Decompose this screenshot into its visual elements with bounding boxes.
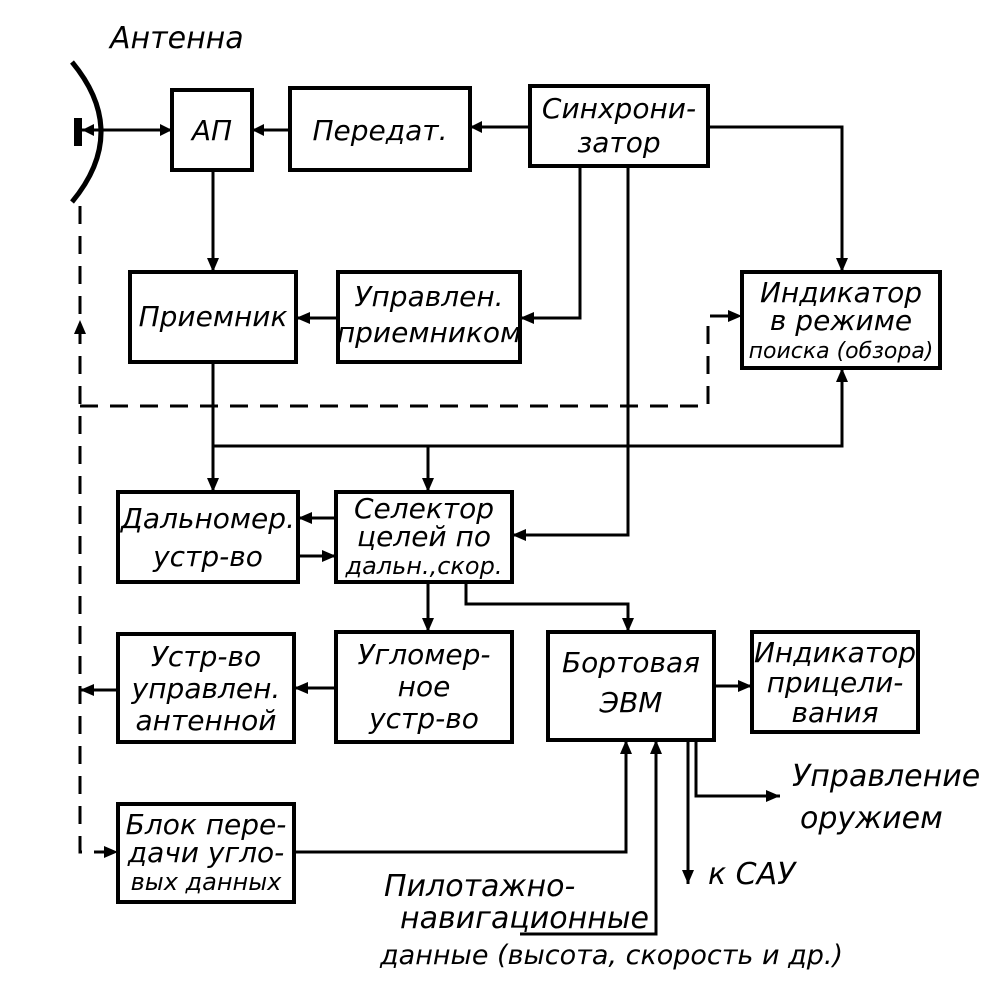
block-target-selector-line: дальн.,скор. — [345, 552, 503, 580]
block-target-selector: Селектор целей по дальн.,скор. — [334, 490, 514, 584]
block-angle-meter-line: Угломер- — [357, 638, 490, 671]
block-angle-data-unit-line: вых данных — [131, 868, 283, 896]
block-onboard-computer-line: Бортовая — [562, 646, 700, 679]
block-antenna-control: Устр-во управлен. антенной — [116, 632, 296, 744]
block-angle-meter-line: ное — [398, 670, 451, 703]
block-ap: АП — [170, 88, 254, 172]
block-antenna-control-line: управлен. — [131, 672, 281, 705]
block-aiming-indicator-line: Индикатор — [754, 636, 916, 669]
weapon-control-label: Управление оружием — [792, 759, 980, 836]
block-receiver-control: Управлен. приемником — [336, 270, 522, 364]
flight-nav-data-label: Пилотажно- навигационные данные (высота,… — [379, 869, 843, 971]
block-search-indicator-line: в режиме — [770, 304, 912, 337]
block-search-indicator-line: Индикатор — [760, 276, 922, 309]
block-search-indicator: Индикатор в режиме поиска (обзора) — [740, 270, 942, 370]
flight-nav-data-line: Пилотажно- — [384, 869, 575, 904]
block-aiming-indicator-line: вания — [791, 696, 878, 729]
flight-nav-data-line: навигационные — [400, 901, 649, 936]
block-angle-data-unit-line: Блок пере- — [126, 808, 287, 841]
block-receiver-control-line: приемником — [337, 316, 521, 349]
to-sau-label: к САУ — [708, 857, 797, 892]
weapon-control-line: Управление — [792, 759, 980, 794]
block-target-selector-line: целей по — [357, 520, 491, 553]
block-search-indicator-line: поиска (обзора) — [749, 339, 934, 364]
block-antenna-control-line: антенной — [136, 704, 277, 737]
block-angle-meter: Угломер- ное устр-во — [334, 630, 514, 744]
block-receiver-line: Приемник — [139, 300, 288, 333]
block-rangefinder-line: Дальномер. — [119, 502, 295, 535]
block-transmitter: Передат. — [288, 86, 472, 172]
antenna-label: Антенна — [108, 21, 244, 56]
antenna — [70, 60, 104, 204]
block-antenna-control-line: Устр-во — [151, 640, 261, 673]
block-rangefinder-line: устр-во — [152, 540, 263, 573]
block-angle-meter-line: устр-во — [368, 702, 479, 735]
block-aiming-indicator: Индикатор прицели- вания — [750, 630, 920, 734]
block-target-selector-line: Селектор — [354, 492, 494, 525]
block-receiver-control-line: Управлен. — [354, 280, 503, 313]
weapon-control-line: оружием — [800, 801, 943, 836]
block-ap-line: АП — [190, 114, 232, 147]
block-onboard-computer: Бортовая ЭВМ — [546, 630, 716, 742]
block-aiming-indicator-line: прицели- — [767, 666, 904, 699]
block-transmitter-line: Передат. — [312, 114, 447, 147]
block-angle-data-unit: Блок пере- дачи угло- вых данных — [116, 802, 296, 904]
block-synchronizer-line: затор — [577, 126, 660, 159]
arrowheads — [74, 121, 848, 884]
block-rangefinder: Дальномер. устр-во — [116, 490, 300, 584]
block-onboard-computer-line: ЭВМ — [599, 686, 663, 719]
block-angle-data-unit-line: дачи угло- — [127, 836, 285, 869]
block-synchronizer: Синхрони- затор — [528, 84, 710, 168]
flight-nav-data-line: данные (высота, скорость и др.) — [379, 940, 843, 971]
block-synchronizer-line: Синхрони- — [542, 92, 696, 125]
block-receiver: Приемник — [128, 270, 298, 364]
